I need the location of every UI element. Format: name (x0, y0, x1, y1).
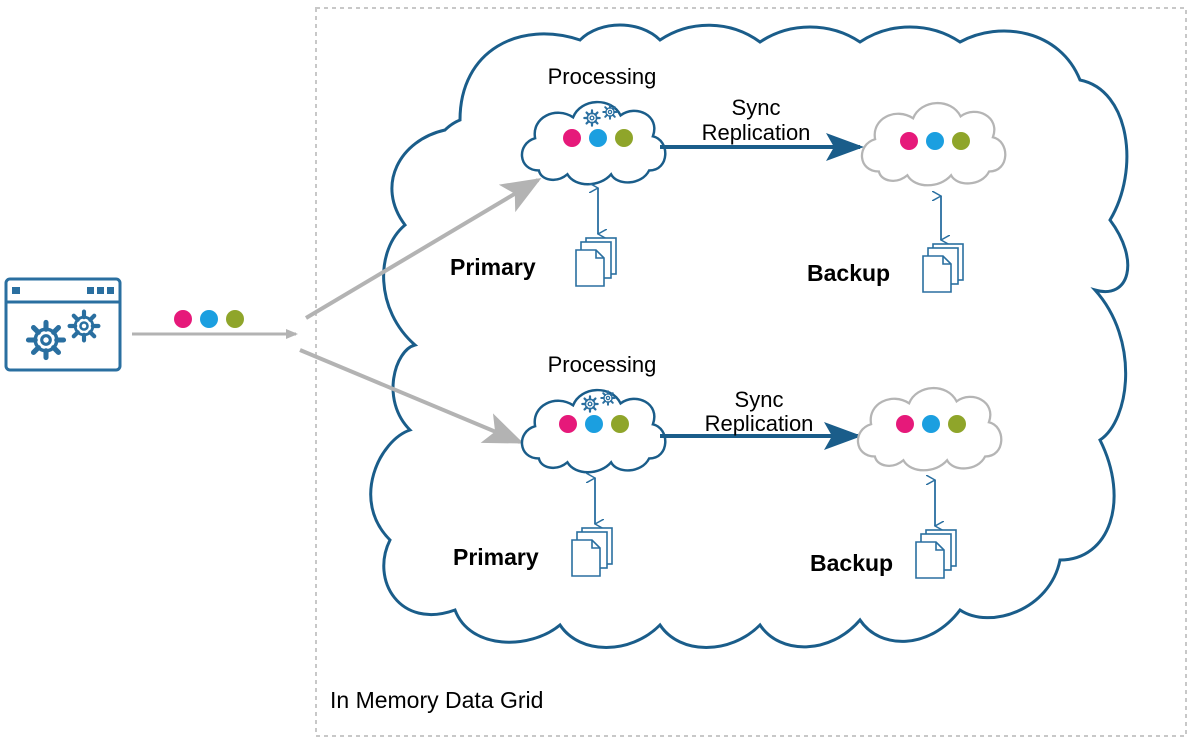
route-arrow-lower (299, 348, 524, 444)
replication-label: Replication (702, 120, 811, 145)
backup-storage-docs-icon (915, 529, 957, 579)
partition-1: Processing Sync Replication Primary Back… (450, 64, 1007, 293)
backup-storage-docs-icon (922, 243, 964, 293)
data-grid-cloud (369, 23, 1130, 649)
primary-data-dots (559, 415, 629, 433)
data-grid-boundary (315, 7, 1187, 737)
backup-data-dots (900, 132, 970, 150)
primary-storage-docs-icon (575, 237, 617, 287)
primary-label: Primary (453, 544, 539, 570)
sync-label: Sync (735, 387, 784, 412)
primary-storage-docs-icon (571, 527, 613, 577)
application-gears-icon (4, 277, 122, 372)
backup-data-dots (896, 415, 966, 433)
backup-label: Backup (807, 260, 890, 286)
processing-label: Processing (548, 64, 657, 89)
processing-label: Processing (548, 352, 657, 377)
route-arrow-upper (304, 177, 542, 320)
sync-label: Sync (732, 95, 781, 120)
replication-label: Replication (705, 411, 814, 436)
primary-data-dots (563, 129, 633, 147)
partition-2: Processing Sync Replication Primary Back… (453, 352, 1003, 579)
data-grid-label: In Memory Data Grid (330, 687, 543, 713)
request-data-dots (174, 310, 244, 328)
primary-label: Primary (450, 254, 536, 280)
backup-label: Backup (810, 550, 893, 576)
